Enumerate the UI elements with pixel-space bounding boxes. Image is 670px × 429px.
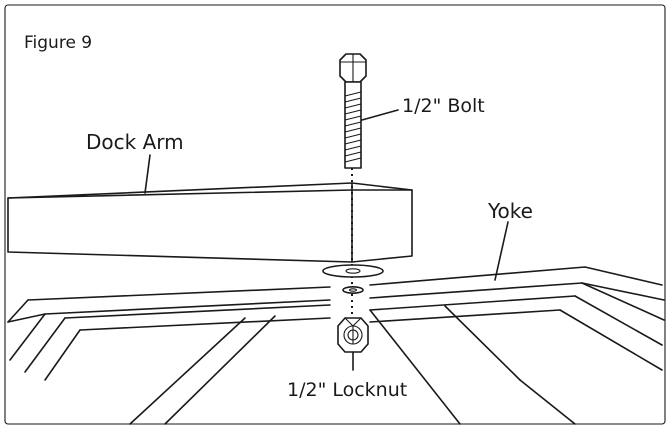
yoke-right-outer — [581, 282, 665, 321]
bolt-head-facets — [340, 54, 366, 82]
washers — [322, 264, 384, 294]
yoke-center-brace-right — [369, 305, 521, 425]
yoke-leader — [494, 221, 509, 281]
locknut-facets — [344, 317, 362, 344]
figure-border — [4, 4, 666, 425]
locknut — [337, 317, 369, 353]
label-locknut: 1/2" Locknut — [287, 379, 407, 401]
figure-title: Figure 9 — [24, 33, 92, 53]
dock-arm-leader — [144, 154, 151, 194]
yoke-left-inner-leg — [44, 329, 81, 381]
bolt-leader — [361, 109, 399, 121]
yoke-top-rail-back — [27, 266, 663, 301]
label-dock-arm: Dock Arm — [86, 130, 184, 154]
yoke-right-inner-leg — [559, 295, 663, 371]
washer-large-hole — [345, 268, 361, 274]
washer-large — [322, 264, 384, 278]
washer-small-hole — [348, 288, 358, 292]
dock-arm-top-edge — [7, 189, 413, 199]
washer-small — [342, 285, 364, 294]
yoke-center-brace-left — [129, 315, 276, 425]
bolt — [339, 53, 367, 169]
label-bolt: 1/2" Bolt — [402, 95, 485, 117]
bolt-threads — [344, 91, 362, 163]
yoke-left-end — [7, 299, 29, 323]
label-yoke: Yoke — [487, 199, 533, 223]
yoke-left-inner-rail — [64, 304, 331, 331]
yoke-left-leg — [9, 313, 66, 373]
yoke-right-inner-rail — [369, 295, 576, 323]
yoke — [7, 266, 665, 425]
yoke-right-brace-end — [519, 379, 576, 425]
